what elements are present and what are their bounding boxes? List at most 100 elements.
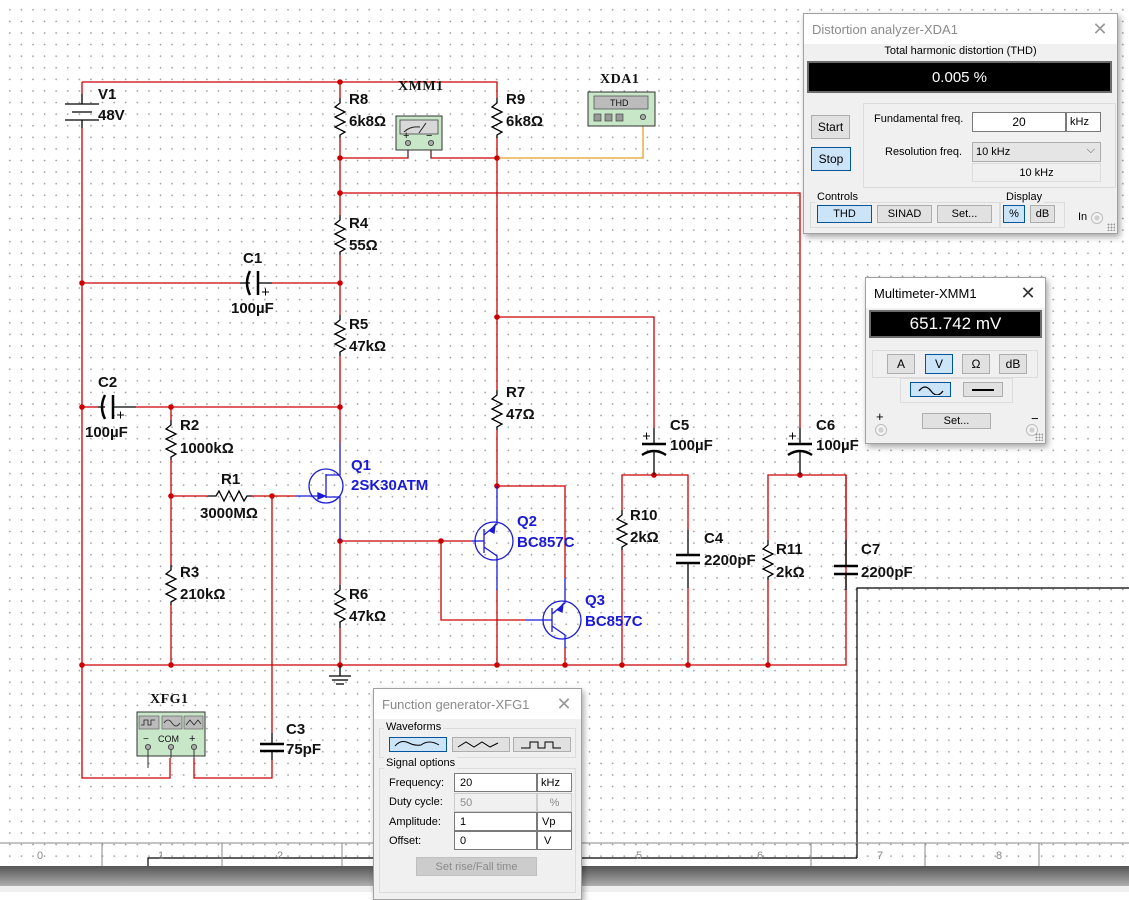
multimeter-readout: 651.742 mV <box>869 310 1042 338</box>
offset-unit[interactable]: V <box>537 831 572 850</box>
jfet-q1-symbol[interactable] <box>296 443 344 541</box>
set-button[interactable]: Set... <box>937 205 992 223</box>
percent-button[interactable]: % <box>1003 205 1025 223</box>
mode-voltmeter-button[interactable]: V <box>925 354 953 374</box>
stop-button[interactable]: Stop <box>811 147 851 171</box>
set-rise-fall-time-button[interactable]: Set rise/Fall time <box>416 857 537 876</box>
sine-waveform-button[interactable] <box>389 737 447 752</box>
ac-mode-button[interactable] <box>910 382 951 397</box>
duty-cycle-input[interactable]: 50 <box>454 793 537 812</box>
frequency-unit[interactable]: kHz <box>537 773 572 792</box>
thd-heading: Total harmonic distortion (THD) <box>884 45 1037 57</box>
function-generator-window[interactable]: Function generator-XFG1 ✕ Waveforms Sign… <box>373 688 582 900</box>
function-generator-xfg1-instrument[interactable] <box>136 711 206 768</box>
offset-value: 0 <box>460 834 467 847</box>
frequency-value: 20 <box>460 776 473 789</box>
db-button[interactable]: dB <box>1030 205 1055 223</box>
resistor-r7-symbol[interactable] <box>490 390 504 430</box>
mode-ammeter-button[interactable]: A <box>887 354 915 374</box>
fundamental-freq-input[interactable]: 20 <box>972 112 1066 132</box>
v1-value: 48V <box>98 107 125 124</box>
resolution-freq-label: Resolution freq. <box>885 146 963 158</box>
waveforms-group <box>379 728 576 758</box>
distortion-analyzer-xda1-instrument[interactable] <box>587 91 656 127</box>
xmm1-plus-label: + <box>403 130 409 142</box>
capacitor-c6-symbol[interactable] <box>787 428 813 475</box>
resize-grip[interactable] <box>1107 223 1115 231</box>
offset-label: Offset: <box>389 835 422 847</box>
distortion-analyzer-window[interactable]: Distortion analyzer-XDA1 ✕ Total harmoni… <box>803 13 1118 234</box>
thd-button[interactable]: THD <box>817 205 872 223</box>
capacitor-c3-symbol[interactable] <box>260 733 284 760</box>
triangle-waveform-button[interactable] <box>452 737 510 752</box>
amplitude-unit[interactable]: Vp <box>537 812 572 831</box>
multimeter-xmm1-instrument[interactable] <box>395 115 443 158</box>
c7-value: 2200pF <box>861 564 913 581</box>
capacitor-c4-symbol[interactable] <box>676 530 700 588</box>
offset-input[interactable]: 0 <box>454 831 537 850</box>
resistor-r9-symbol[interactable] <box>490 98 504 138</box>
pnp-q2-symbol[interactable] <box>472 486 514 590</box>
frequency-input[interactable]: 20 <box>454 773 537 792</box>
fundamental-freq-unit[interactable]: kHz <box>1066 112 1101 132</box>
resistor-r4-symbol[interactable] <box>333 215 347 255</box>
resolution-freq-select[interactable]: 10 kHz ⌵ <box>972 142 1101 162</box>
wire-c3-xfg-plus <box>193 758 273 779</box>
frequency-label: Frequency: <box>389 777 445 789</box>
amplitude-input[interactable]: 1 <box>454 812 537 831</box>
mode-db-button[interactable]: dB <box>999 354 1027 374</box>
r3-value: 210kΩ <box>180 586 225 603</box>
capacitor-c1-symbol[interactable] <box>240 270 272 296</box>
resistor-r1-symbol[interactable] <box>208 489 252 503</box>
square-waveform-button[interactable] <box>513 737 571 752</box>
resistor-r2-symbol[interactable] <box>164 420 178 460</box>
r1-ref: R1 <box>221 471 240 488</box>
battery-v1-symbol[interactable] <box>65 94 99 128</box>
c6-ref: C6 <box>816 417 835 434</box>
r9-ref: R9 <box>506 91 525 108</box>
close-icon[interactable]: ✕ <box>1092 19 1108 39</box>
mode-ohmmeter-button[interactable]: Ω <box>962 354 990 374</box>
pnp-q3-symbol[interactable] <box>525 578 582 648</box>
frequency-group <box>863 103 1116 188</box>
wire-to-c5 <box>497 316 655 428</box>
wire-to-c6 <box>340 192 801 428</box>
sinad-button[interactable]: SINAD <box>877 205 932 223</box>
function-generator-titlebar[interactable]: Function generator-XFG1 <box>374 689 581 719</box>
resistor-r5-symbol[interactable] <box>333 315 347 356</box>
triangle-wave-icon <box>457 740 499 748</box>
resistor-r3-symbol[interactable] <box>164 565 178 605</box>
dc-line-icon <box>972 388 994 391</box>
q2-value: BC857C <box>517 534 575 551</box>
capacitor-c7-symbol[interactable] <box>834 540 858 590</box>
wire-c6-r11 <box>767 474 800 540</box>
multimeter-window[interactable]: Multimeter-XMM1 ✕ 651.742 mV A V Ω dB + … <box>865 277 1046 444</box>
resistor-r6-symbol[interactable] <box>333 585 347 628</box>
signal-type-group <box>900 378 1013 403</box>
resize-grip[interactable] <box>1035 433 1043 441</box>
title-block-line <box>147 857 857 866</box>
resistor-r11-symbol[interactable] <box>761 540 775 580</box>
wire-r7-q3 <box>496 430 566 578</box>
resistor-r8-symbol[interactable] <box>333 98 347 138</box>
distortion-analyzer-titlebar[interactable]: Distortion analyzer-XDA1 <box>804 14 1117 44</box>
multimeter-set-button[interactable]: Set... <box>922 413 991 429</box>
multimeter-titlebar[interactable]: Multimeter-XMM1 <box>866 278 1045 308</box>
chevron-down-icon: ⌵ <box>1086 144 1095 156</box>
c2-ref: C2 <box>98 374 117 391</box>
positive-terminal[interactable] <box>875 424 887 436</box>
close-icon[interactable]: ✕ <box>1020 283 1036 303</box>
in-terminal[interactable] <box>1091 212 1103 224</box>
r7-value: 47Ω <box>506 406 535 423</box>
capacitor-c5-symbol[interactable] <box>641 428 667 475</box>
close-icon[interactable]: ✕ <box>556 694 572 714</box>
r10-value: 2kΩ <box>630 529 659 546</box>
dc-mode-button[interactable] <box>963 382 1003 397</box>
controls-group <box>810 202 1000 228</box>
c5-ref: C5 <box>670 417 689 434</box>
start-button[interactable]: Start <box>811 115 850 139</box>
xmm1-minus-label: − <box>426 130 432 142</box>
capacitor-c2-symbol[interactable] <box>98 394 136 420</box>
r4-ref: R4 <box>349 215 369 232</box>
resistor-r10-symbol[interactable] <box>615 510 629 550</box>
